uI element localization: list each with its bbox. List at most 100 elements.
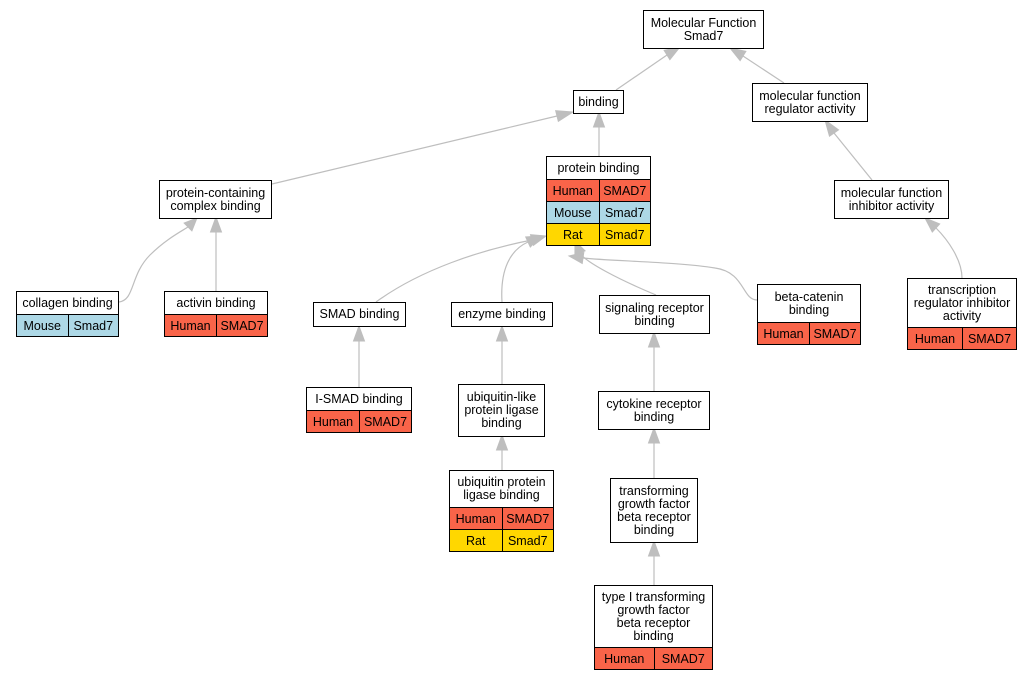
go-term-node-mfra[interactable]: molecular function regulator activity — [752, 83, 868, 122]
edge-line — [935, 227, 963, 279]
edge-ublpl-to-enzb — [495, 324, 509, 384]
gene-cell: Smad7 — [67, 315, 119, 336]
edge-bcat-to-pb — [567, 251, 758, 301]
annotation-row-human: Human SMAD7 — [908, 327, 1016, 349]
gene-cell: SMAD7 — [216, 315, 267, 336]
go-term-node-sigrb[interactable]: signaling receptor binding — [599, 295, 710, 334]
arrowhead-icon — [728, 47, 747, 62]
species-cell: Human — [552, 183, 593, 198]
edge-actb-to-pcb — [209, 215, 223, 291]
go-term-node-smadb[interactable]: SMAD binding — [313, 302, 406, 327]
annotation-row-human: Human SMAD7 — [547, 179, 650, 201]
go-term-node-ublpl[interactable]: ubiquitin-like protein ligase binding — [458, 384, 545, 437]
edge-line — [742, 55, 785, 84]
go-term-label: enzyme binding — [458, 307, 546, 321]
edge-line — [582, 257, 758, 301]
go-term-node-pcb[interactable]: protein-containing complex binding — [159, 180, 272, 219]
annotation-row-rat: Rat Smad7 — [450, 529, 553, 551]
go-term-label: transcription regulator inhibitor activi… — [913, 282, 1011, 323]
gene-cell: SMAD7 — [359, 411, 411, 432]
gene-cell: Smad7 — [501, 530, 554, 551]
edge-line — [501, 241, 529, 303]
go-term-label: molecular function inhibitor activity — [840, 185, 943, 213]
species-cell: Human — [312, 414, 354, 429]
annotation-row-human: Human SMAD7 — [595, 647, 712, 669]
go-term-label: Molecular Function Smad7 — [650, 15, 757, 43]
species-cell: Human — [604, 651, 645, 666]
go-term-node-tgfbr[interactable]: transforming growth factor beta receptor… — [610, 478, 698, 543]
gene-cell: SMAD7 — [598, 180, 651, 201]
edge-pcb-to-binding — [271, 110, 575, 185]
species-cell: Human — [914, 331, 956, 346]
go-term-node-t1tgfbr[interactable]: type I transforming growth factor beta r… — [594, 585, 713, 670]
arrowhead-icon — [352, 324, 366, 342]
edge-ubpl-to-ublpl — [495, 433, 509, 470]
edge-t1tgfbr-to-tgfbr — [647, 539, 661, 585]
edge-mfra-to-mf — [728, 47, 785, 84]
go-term-label: collagen binding — [22, 295, 113, 310]
go-term-label: ubiquitin protein ligase binding — [457, 475, 546, 502]
edge-sigrb-to-pb — [574, 239, 657, 296]
arrowhead-icon — [209, 215, 223, 233]
arrowhead-icon — [824, 118, 840, 137]
edge-line — [271, 115, 558, 185]
edge-pb-to-binding — [592, 110, 606, 156]
go-term-label: I-SMAD binding — [315, 391, 403, 406]
edge-line — [615, 54, 668, 91]
edge-cytrb-to-sigrb — [647, 330, 661, 391]
edge-ismad-to-smadb — [352, 324, 366, 387]
edge-tria-to-mfia — [923, 217, 963, 279]
gene-cell: SMAD7 — [653, 648, 713, 669]
species-cell: Mouse — [23, 318, 62, 333]
go-term-label: beta-catenin binding — [774, 289, 844, 317]
go-term-node-tria[interactable]: transcription regulator inhibitor activi… — [907, 278, 1017, 350]
go-term-node-binding[interactable]: binding — [573, 90, 624, 114]
go-term-node-mfia[interactable]: molecular function inhibitor activity — [834, 180, 949, 219]
go-term-label: binding — [578, 94, 619, 109]
go-term-label: transforming growth factor beta receptor… — [617, 483, 691, 537]
species-cell: Human — [455, 511, 496, 526]
edge-line — [118, 226, 189, 303]
species-cell: Rat — [563, 227, 583, 242]
go-term-label: type I transforming growth factor beta r… — [601, 589, 706, 643]
species-cell: Mouse — [553, 205, 592, 220]
gene-cell: Smad7 — [598, 224, 651, 245]
go-term-label: molecular function regulator activity — [759, 88, 861, 116]
gene-cell: SMAD7 — [962, 328, 1016, 349]
go-term-node-cytrb[interactable]: cytokine receptor binding — [598, 391, 710, 430]
edge-colb-to-pcb — [118, 217, 198, 303]
go-term-label: protein-containing complex binding — [165, 185, 266, 213]
annotation-row-human: Human SMAD7 — [307, 410, 411, 432]
go-term-node-enzb[interactable]: enzyme binding — [451, 302, 553, 327]
arrowhead-icon — [923, 217, 941, 233]
arrowhead-icon — [183, 217, 198, 232]
go-term-label: protein binding — [557, 160, 640, 175]
species-cell: Human — [763, 326, 804, 341]
arrowhead-icon — [592, 110, 606, 128]
annotation-row-mouse: Mouse Smad7 — [17, 314, 118, 336]
edge-tgfbr-to-cytrb — [647, 426, 661, 478]
go-term-node-mf[interactable]: Molecular Function Smad7 — [643, 10, 764, 49]
edge-enzb-to-pb — [501, 235, 543, 303]
gene-cell: Smad7 — [598, 202, 651, 223]
arrowhead-icon — [567, 251, 585, 265]
arrowhead-icon — [495, 433, 509, 451]
edge-binding-to-mf — [615, 46, 682, 91]
go-term-label: signaling receptor binding — [605, 300, 704, 328]
annotation-row-rat: Rat Smad7 — [547, 223, 650, 245]
species-cell: Rat — [466, 533, 486, 548]
arrowhead-icon — [647, 330, 661, 348]
arrowhead-icon — [524, 235, 543, 248]
arrowhead-icon — [647, 539, 661, 557]
arrowhead-icon — [555, 110, 575, 123]
edge-line — [375, 239, 533, 303]
